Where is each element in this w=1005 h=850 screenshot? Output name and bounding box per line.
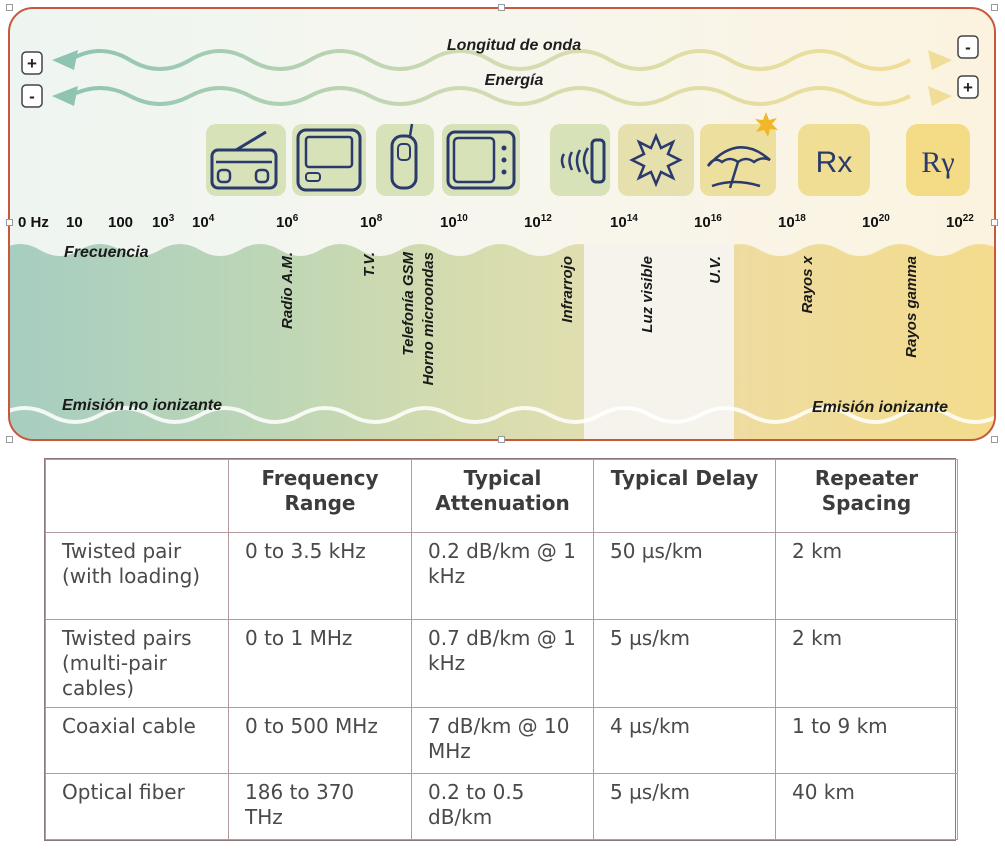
beach-umbrella-icon xyxy=(700,112,778,196)
band-label: Infrarrojo xyxy=(559,256,576,323)
table-cell: 7 dB/km @ 10 MHz xyxy=(411,707,594,774)
frequency-tick-label: 108 xyxy=(360,213,383,231)
frequency-label: Frecuencia xyxy=(64,244,149,261)
table-row: Optical fiber 186 to 370 THz 0.2 to 0.5 … xyxy=(45,773,958,840)
spectrum-band xyxy=(9,244,995,440)
energy-label: Energía xyxy=(485,72,544,89)
wavelength-left-sign: + xyxy=(21,51,43,75)
band-label: Rayos gamma xyxy=(903,256,920,358)
band-label: Telefonía GSM xyxy=(400,251,417,355)
frequency-tick-label: 103 xyxy=(152,213,175,231)
table-cell: Twisted pairs (multi-pair cables) xyxy=(45,619,229,708)
band-label: U.V. xyxy=(707,256,724,284)
ionizing-label: Emisión ionizante xyxy=(812,399,948,416)
table-header-row: Frequency Range Typical Attenuation Typi… xyxy=(45,459,958,533)
table-cell: 0 to 3.5 kHz xyxy=(228,532,412,620)
frequency-tick-label: 1016 xyxy=(694,213,722,231)
table-row: Twisted pair (with loading) 0 to 3.5 kHz… xyxy=(45,532,958,620)
frequency-tick-label: 1010 xyxy=(440,213,468,231)
table-cell: Coaxial cable xyxy=(45,707,229,774)
table-header: Repeater Spacing xyxy=(775,459,958,533)
energy-right-sign: + xyxy=(957,75,979,99)
microwave-icon xyxy=(442,124,520,196)
frequency-ticks: 0 Hz 10 100 103 104 106 108 1010 1012 1014 1016 101… xyxy=(18,213,974,231)
table-cell: 2 km xyxy=(775,619,958,708)
table-header: Frequency Range xyxy=(228,459,412,533)
table-header: Typical Delay xyxy=(593,459,776,533)
table-cell: Twisted pair (with loading) xyxy=(45,532,229,620)
frequency-tick-label: 1014 xyxy=(610,213,638,231)
frequency-tick-label: 1020 xyxy=(862,213,890,231)
selection-handle[interactable] xyxy=(498,4,505,11)
table-cell: 40 km xyxy=(775,773,958,840)
frequency-tick-label: 1022 xyxy=(946,213,974,231)
table-cell: 4 µs/km xyxy=(593,707,776,774)
table-cell: 50 µs/km xyxy=(593,532,776,620)
selection-handle[interactable] xyxy=(991,4,998,11)
table-row: Coaxial cable 0 to 500 MHz 7 dB/km @ 10 … xyxy=(45,707,958,774)
frequency-tick-label: 0 Hz xyxy=(18,214,49,231)
selection-handle[interactable] xyxy=(6,219,13,226)
sun-icon xyxy=(618,124,694,196)
selection-handle[interactable] xyxy=(498,436,505,443)
selection-handle[interactable] xyxy=(6,4,13,11)
svg-text:+: + xyxy=(27,54,37,73)
table-cell: Optical fiber xyxy=(45,773,229,840)
table-header xyxy=(45,459,229,533)
band-label: Rayos x xyxy=(799,255,816,313)
table-cell: 0.7 dB/km @ 1 kHz xyxy=(411,619,594,708)
frequency-tick-label: 100 xyxy=(108,214,133,231)
table-cell: 2 km xyxy=(775,532,958,620)
bottom-wave xyxy=(9,406,995,424)
table-cell: 5 µs/km xyxy=(593,773,776,840)
svg-text:Rγ: Rγ xyxy=(921,146,954,179)
frequency-tick-label: 10 xyxy=(66,214,83,231)
energy-arrow-left xyxy=(52,86,78,106)
wavelength-label: Longitud de onda xyxy=(447,37,581,54)
table-cell: 0.2 to 0.5 dB/km xyxy=(411,773,594,840)
table-cell: 1 to 9 km xyxy=(775,707,958,774)
energy-wave xyxy=(69,86,911,106)
table-cell: 5 µs/km xyxy=(593,619,776,708)
spectrum-diagram: + - - + Longitud de onda Energía xyxy=(8,7,996,441)
wavelength-wave xyxy=(68,49,912,71)
gamma-ray-icon: Rγ xyxy=(906,124,970,196)
non-ionizing-label: Emisión no ionizante xyxy=(62,397,222,414)
tv-icon xyxy=(292,124,366,196)
table-row: Twisted pairs (multi-pair cables) 0 to 1… xyxy=(45,619,958,708)
selection-handle[interactable] xyxy=(6,436,13,443)
transmission-media-table: Frequency Range Typical Attenuation Typi… xyxy=(44,458,958,841)
energy-left-sign: - xyxy=(21,84,43,108)
band-label: Radio A.M. xyxy=(279,252,296,329)
wavelength-right-sign: - xyxy=(957,35,979,59)
x-ray-icon: Rx xyxy=(798,124,870,196)
frequency-tick-label: 1018 xyxy=(778,213,806,231)
svg-text:+: + xyxy=(963,78,973,97)
energy-arrow-right xyxy=(928,86,952,106)
band-label: T.V. xyxy=(361,252,378,277)
svg-text:-: - xyxy=(965,38,971,57)
table-header: Typical Attenuation xyxy=(411,459,594,533)
band-label: Luz visible xyxy=(639,256,656,333)
wavelength-arrow-left xyxy=(52,50,78,70)
frequency-tick-label: 106 xyxy=(276,213,299,231)
radio-icon xyxy=(206,124,286,196)
table-cell: 0 to 500 MHz xyxy=(228,707,412,774)
wavelength-arrow-right xyxy=(928,50,952,70)
svg-text:-: - xyxy=(29,87,35,106)
frequency-tick-label: 1012 xyxy=(524,213,552,231)
frequency-tick-label: 104 xyxy=(192,213,215,231)
band-label: Horno microondas xyxy=(420,252,437,385)
table-cell: 0.2 dB/km @ 1 kHz xyxy=(411,532,594,620)
selection-handle[interactable] xyxy=(991,219,998,226)
mobile-phone-icon xyxy=(376,123,434,196)
infrared-heater-icon xyxy=(550,124,610,196)
selection-handle[interactable] xyxy=(991,436,998,443)
table-cell: 0 to 1 MHz xyxy=(228,619,412,708)
visible-light-strip xyxy=(584,244,734,440)
table-cell: 186 to 370 THz xyxy=(228,773,412,840)
svg-text:Rx: Rx xyxy=(816,146,853,179)
